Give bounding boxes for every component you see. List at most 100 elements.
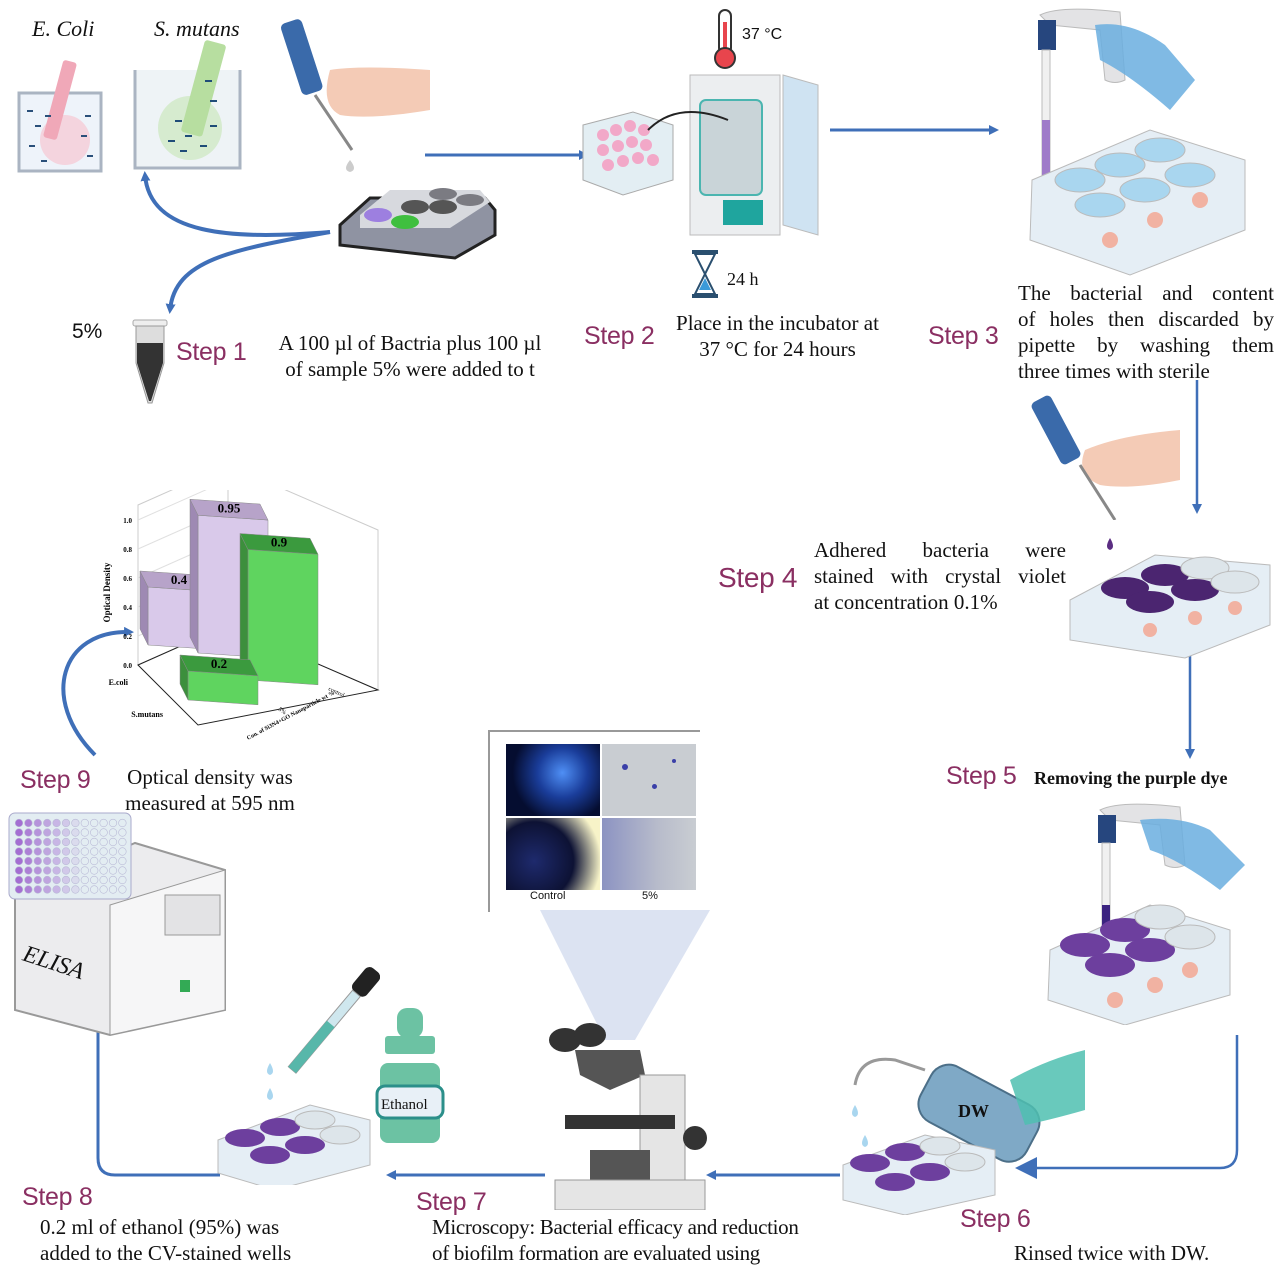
microscope-icon <box>540 910 710 1210</box>
elisa-well <box>108 847 118 856</box>
ethanol-bottle-icon <box>375 1008 445 1143</box>
elisa-well <box>99 856 108 866</box>
elisa-well <box>14 885 24 894</box>
organism-label-smutans: S. mutans <box>154 16 240 41</box>
step-3-line-2: of holes then discarded by <box>1018 307 1274 331</box>
elisa-well <box>80 885 89 894</box>
elisa-well <box>99 818 108 828</box>
elisa-well <box>14 866 24 875</box>
step-1-line-2: of sample 5% were added to t <box>285 357 535 381</box>
step-5-label: Step 5 <box>946 762 1017 790</box>
step-9-line-2: measured at 595 nm <box>125 791 295 815</box>
incubation-time: 24 h <box>727 269 759 289</box>
hourglass-icon <box>692 250 718 298</box>
elisa-well <box>14 856 24 866</box>
chart-depth-label: E.coli <box>109 678 129 687</box>
elisa-well <box>14 847 24 856</box>
elisa-well <box>108 875 118 885</box>
elisa-well <box>33 837 42 847</box>
elisa-reader-icon <box>8 812 226 1037</box>
tube-concentration-label: 5% <box>72 320 103 343</box>
elisa-well <box>80 875 89 885</box>
elisa-well <box>61 818 71 828</box>
crystal-violet-well-plate-icon <box>1069 538 1271 659</box>
elisa-well <box>80 847 89 856</box>
elisa-well <box>71 828 80 837</box>
step-4-line-3: at concentration 0.1% <box>814 590 998 614</box>
elisa-well <box>118 818 127 828</box>
step-4-description: Adhered bacteria were stained with cryst… <box>814 537 1066 615</box>
elisa-well <box>14 828 24 837</box>
elisa-well <box>108 837 118 847</box>
elisa-well <box>33 828 42 837</box>
elisa-well <box>24 885 33 894</box>
step-8-line-2: added to the CV-stained wells <box>40 1241 292 1265</box>
elisa-well <box>24 875 33 885</box>
step-4-line-1: Adhered bacteria were <box>814 538 1066 562</box>
arrow-step8-to-elisa <box>87 980 220 1177</box>
elisa-well <box>90 828 99 837</box>
elisa-well <box>80 856 89 866</box>
elisa-well <box>52 847 61 856</box>
smutans-beaker-icon <box>133 40 242 170</box>
step-2-line-1: Place in the incubator at <box>676 311 879 335</box>
elisa-well <box>90 856 99 866</box>
elisa-well <box>118 866 127 875</box>
micrograph-control-bottom <box>506 818 600 890</box>
arrow-step5-to-step6 <box>1015 1035 1239 1179</box>
step-9-line-1: Optical density was <box>127 765 293 789</box>
elisa-well <box>99 847 108 856</box>
step-3-label: Step 3 <box>928 322 999 350</box>
elisa-well <box>71 856 80 866</box>
elisa-well <box>52 866 61 875</box>
chart-bar <box>247 549 319 686</box>
elisa-well <box>99 828 108 837</box>
elisa-well <box>118 875 127 885</box>
elisa-well <box>71 875 80 885</box>
step-6-label: Step 6 <box>960 1205 1031 1233</box>
elisa-well <box>33 875 42 885</box>
elisa-well <box>33 856 42 866</box>
elisa-well <box>90 866 99 875</box>
elisa-well <box>14 875 24 885</box>
elisa-well <box>24 837 33 847</box>
pipette-aid-well-plate-icon <box>1029 8 1246 276</box>
chart-data-label: 0.9 <box>271 535 288 550</box>
elisa-well <box>33 847 42 856</box>
chart-ytick-label: 0.8 <box>123 546 132 554</box>
elisa-well <box>43 818 52 828</box>
elisa-well <box>118 837 127 847</box>
elisa-well <box>99 875 108 885</box>
elisa-well <box>99 885 108 894</box>
elisa-well <box>108 856 118 866</box>
chart-category-label: 5% <box>277 707 287 717</box>
arrow-step9-to-chart <box>61 626 134 757</box>
step-6-description: Rinsed twice with DW. <box>1014 1241 1210 1265</box>
elisa-well <box>33 818 42 828</box>
elisa-well <box>80 866 89 875</box>
step-1-description: A 100 µl of Bactria plus 100 µl of sampl… <box>255 330 565 382</box>
elisa-well <box>52 828 61 837</box>
chart-ytick-label: 0.0 <box>123 662 132 670</box>
chart-bar-top <box>189 498 269 521</box>
elisa-well <box>43 875 52 885</box>
elisa-well <box>14 818 24 828</box>
microtube-icon <box>132 319 168 404</box>
elisa-well <box>90 885 99 894</box>
elisa-well <box>24 828 33 837</box>
arrow-plate-to-beaker <box>140 171 331 237</box>
chart-bar-side <box>189 499 199 654</box>
chart-ytick-label: 0.2 <box>123 633 132 641</box>
step-4-line-2: stained with crystal violet <box>814 564 1066 588</box>
elisa-well <box>99 866 108 875</box>
elisa-well <box>90 818 99 828</box>
thermometer-icon <box>714 9 736 69</box>
dropper-well-plate-icon <box>217 967 380 1185</box>
step-2-label: Step 2 <box>584 322 655 350</box>
micrograph-caption-control: Control <box>530 890 566 902</box>
chart-data-label: 0.95 <box>218 500 241 515</box>
pipette-hand-icon <box>280 19 430 172</box>
elisa-well <box>24 856 33 866</box>
